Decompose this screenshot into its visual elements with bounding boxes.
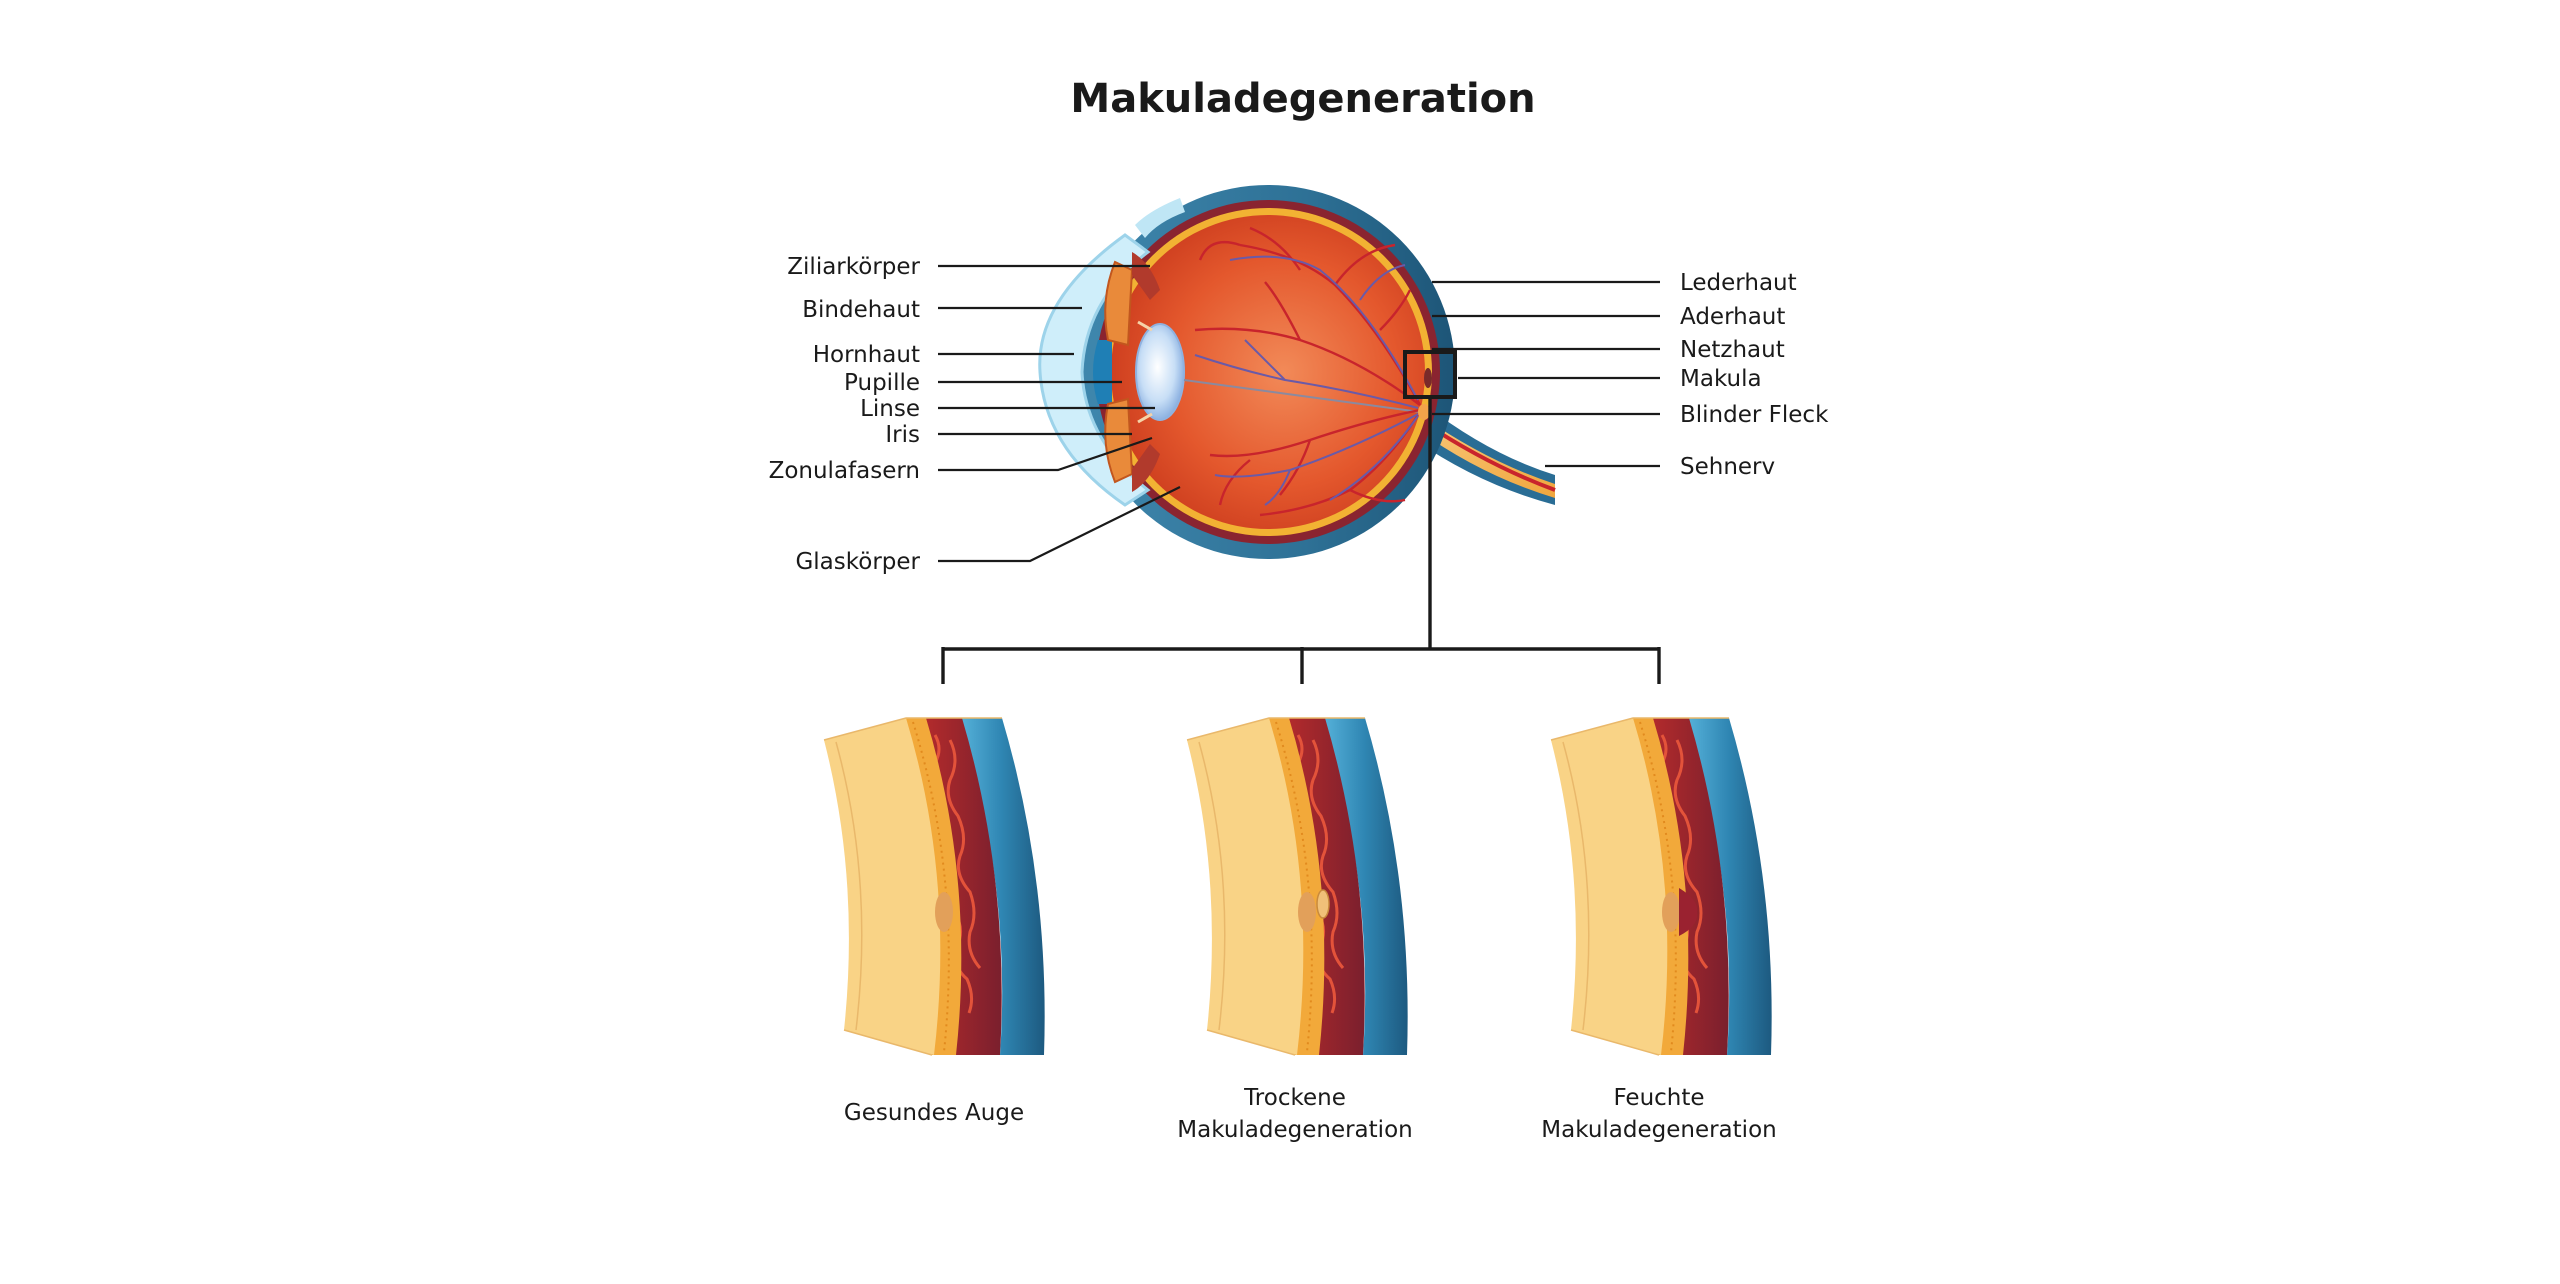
leader-zonulafasern (938, 436, 1153, 472)
label-netzhaut: Netzhaut (1680, 337, 1785, 363)
panel-inner-retina (1187, 718, 1304, 1055)
label-blinder-fleck: Blinder Fleck (1680, 402, 1829, 428)
panel-photoreceptors (912, 721, 950, 1053)
leader-glaskoerper (938, 486, 1181, 563)
label-makula: Makula (1680, 366, 1762, 392)
panel-choroid (922, 718, 1002, 1055)
ciliary-body-lower (1132, 444, 1160, 492)
connector-tree (941, 397, 1661, 684)
panel-retina (1632, 718, 1689, 1055)
label-aderhaut: Aderhaut (1680, 304, 1785, 330)
label-iris: Iris (885, 422, 920, 448)
label-linse: Linse (860, 396, 920, 422)
label-glaskoerper: Glaskörper (795, 549, 920, 575)
panel-top-edge (1550, 717, 1729, 741)
caption-trockene-line2: Makuladegeneration (1177, 1117, 1412, 1143)
label-pupille: Pupille (844, 370, 920, 396)
panel-neovascular-bulge (1679, 888, 1698, 936)
cornea (1038, 233, 1151, 507)
caption-feuchte-line1: Feuchte (1613, 1085, 1704, 1111)
caption-feuchte-line2: Makuladegeneration (1541, 1117, 1776, 1143)
blind-spot (1418, 404, 1430, 420)
page-title: Makuladegeneration (1070, 76, 1535, 122)
panel-inner-edge (835, 741, 863, 1031)
panel-inner-edge (1562, 741, 1590, 1031)
label-hornhaut: Hornhaut (813, 342, 920, 368)
panel-bottom-edge (1206, 1029, 1296, 1056)
panel-fovea (1298, 892, 1316, 932)
label-zonulafasern: Zonulafasern (769, 458, 920, 484)
panel-choroid (1649, 718, 1729, 1055)
panel-bottom-edge (1570, 1029, 1660, 1056)
visual-axis (1183, 379, 1421, 413)
label-bindehaut: Bindehaut (802, 297, 920, 323)
panel-inner-retina (824, 718, 941, 1055)
label-lederhaut: Lederhaut (1680, 270, 1797, 296)
lens (1135, 323, 1185, 421)
panel-inner-edge (1198, 741, 1226, 1031)
zonular-fibres (1137, 320, 1153, 424)
caption-gesundes-auge: Gesundes Auge (844, 1100, 1024, 1126)
panel-retina (905, 718, 962, 1055)
panel-inner-retina (1551, 718, 1668, 1055)
right-labels: Lederhaut Aderhaut Netzhaut Makula Blind… (1432, 270, 1829, 480)
panel-fovea (1662, 892, 1680, 932)
macula-panels (823, 717, 1772, 1056)
left-labels: Ziliarkörper Bindehaut Hornhaut Pupille … (769, 254, 1181, 575)
eye-cross-section (1038, 185, 1556, 559)
retinal-vessels-blue (1194, 255, 1419, 506)
panel-sclera (958, 718, 1045, 1055)
panel-photoreceptors (1639, 721, 1677, 1053)
panel-captions: Gesundes Auge Trockene Makuladegeneratio… (844, 1085, 1777, 1143)
panel-bottom-edge (843, 1029, 933, 1056)
panel-top-edge (1186, 717, 1365, 741)
panel-retina (1268, 718, 1325, 1055)
conjunctiva (1135, 198, 1185, 238)
macula-panel-healthy (823, 717, 1045, 1056)
ciliary-body-upper (1132, 252, 1160, 300)
panel-photoreceptors (1275, 721, 1313, 1053)
panel-sclera (1685, 718, 1772, 1055)
panel-choroid (1285, 718, 1365, 1055)
macula-panel-dry (1186, 717, 1408, 1056)
panel-fovea (935, 892, 953, 932)
macula-panel-wet (1550, 717, 1772, 1056)
label-ziliarkoerper: Ziliarkörper (787, 254, 920, 280)
iris-upper (1104, 260, 1134, 347)
panel-top-edge (823, 717, 1002, 741)
macula-spot (1424, 368, 1432, 388)
iris-lower (1104, 397, 1134, 484)
panel-drusen (1316, 889, 1330, 919)
panel-sclera (1321, 718, 1408, 1055)
label-sehnerv: Sehnerv (1680, 454, 1775, 480)
pupil (1093, 340, 1112, 404)
caption-trockene-line1: Trockene (1243, 1085, 1346, 1111)
